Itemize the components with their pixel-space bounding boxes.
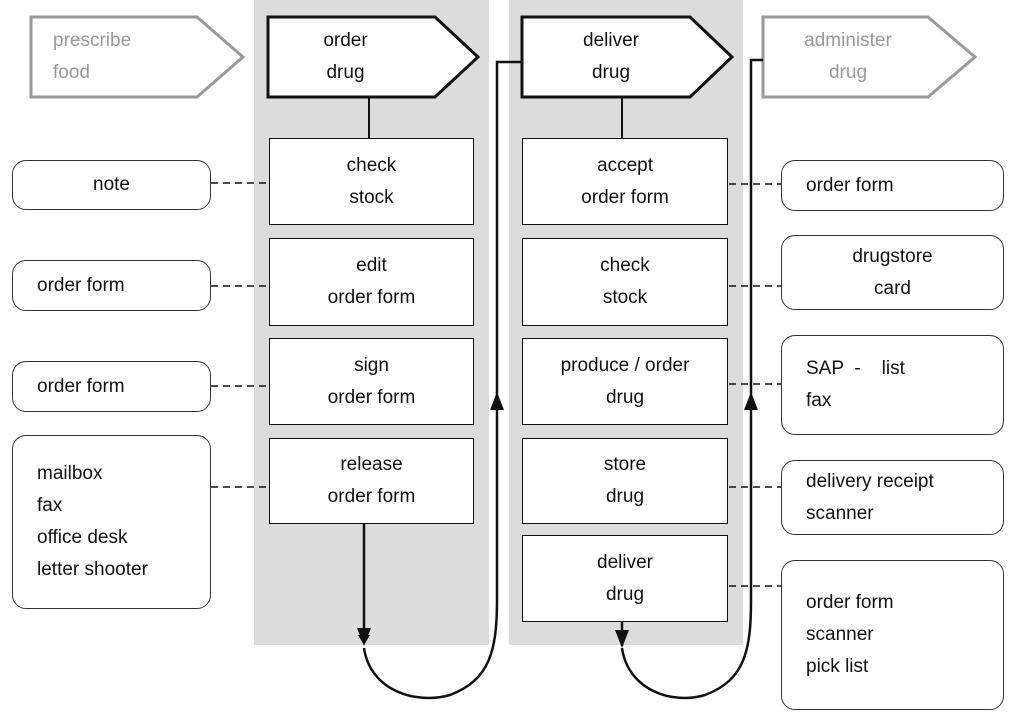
flow-loop-order-to-deliver (362, 60, 522, 700)
phase-shape-administer (761, 15, 978, 99)
flow-arrowhead-down-1 (357, 628, 371, 646)
flow-arrowhead-up-1 (490, 392, 504, 410)
left-resource-note: note (12, 160, 211, 210)
phase-shape-deliver (520, 15, 735, 99)
phase-shape-order (266, 15, 481, 99)
left-resource-order-form-2: order form (12, 361, 211, 412)
flow-arrowhead-up-2 (744, 392, 758, 410)
phase-shape-prescribe (29, 15, 246, 99)
right-resource-order-form: order form (781, 160, 1004, 211)
left-resource-order-form-1: order form (12, 260, 211, 311)
flow-arrowhead-down-2 (615, 630, 629, 648)
flow-loop-deliver-to-administer (620, 58, 763, 700)
